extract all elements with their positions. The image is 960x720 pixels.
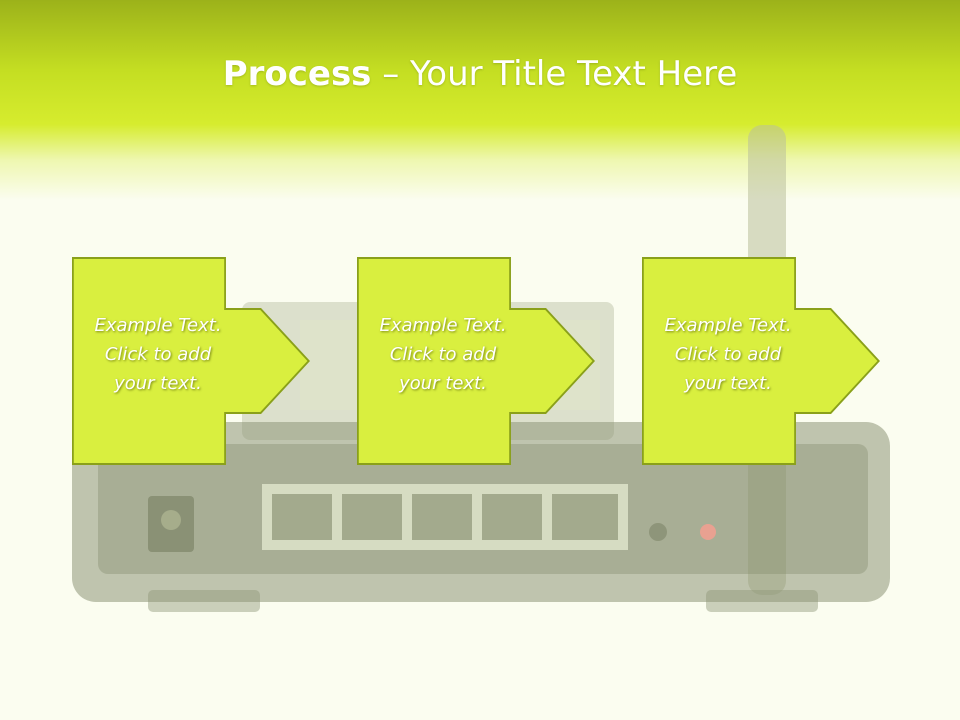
step-text-line2: Click to add: [389, 344, 497, 365]
title-rest: – Your Title Text Here: [371, 54, 738, 94]
step-text: Example Text. Click to add your text.: [642, 311, 814, 398]
step-text-line1: Example Text.: [664, 315, 792, 336]
step-text-line2: Click to add: [674, 344, 782, 365]
header-band: [0, 0, 960, 200]
step-arrow-shape: [642, 257, 880, 465]
step-text-line3: your text.: [684, 373, 772, 394]
process-step-2[interactable]: Example Text. Click to add your text.: [357, 257, 595, 465]
step-text-line2: Click to add: [104, 344, 212, 365]
step-arrow-shape: [72, 257, 310, 465]
step-text-line3: your text.: [399, 373, 487, 394]
step-text-line1: Example Text.: [94, 315, 222, 336]
step-text: Example Text. Click to add your text.: [357, 311, 529, 398]
step-arrow-shape: [357, 257, 595, 465]
slide-title[interactable]: Process – Your Title Text Here: [0, 52, 960, 96]
step-text-line3: your text.: [114, 373, 202, 394]
step-text-line1: Example Text.: [379, 315, 507, 336]
title-bold: Process: [222, 54, 372, 94]
step-text: Example Text. Click to add your text.: [72, 311, 244, 398]
process-step-1[interactable]: Example Text. Click to add your text.: [72, 257, 310, 465]
process-step-3[interactable]: Example Text. Click to add your text.: [642, 257, 880, 465]
